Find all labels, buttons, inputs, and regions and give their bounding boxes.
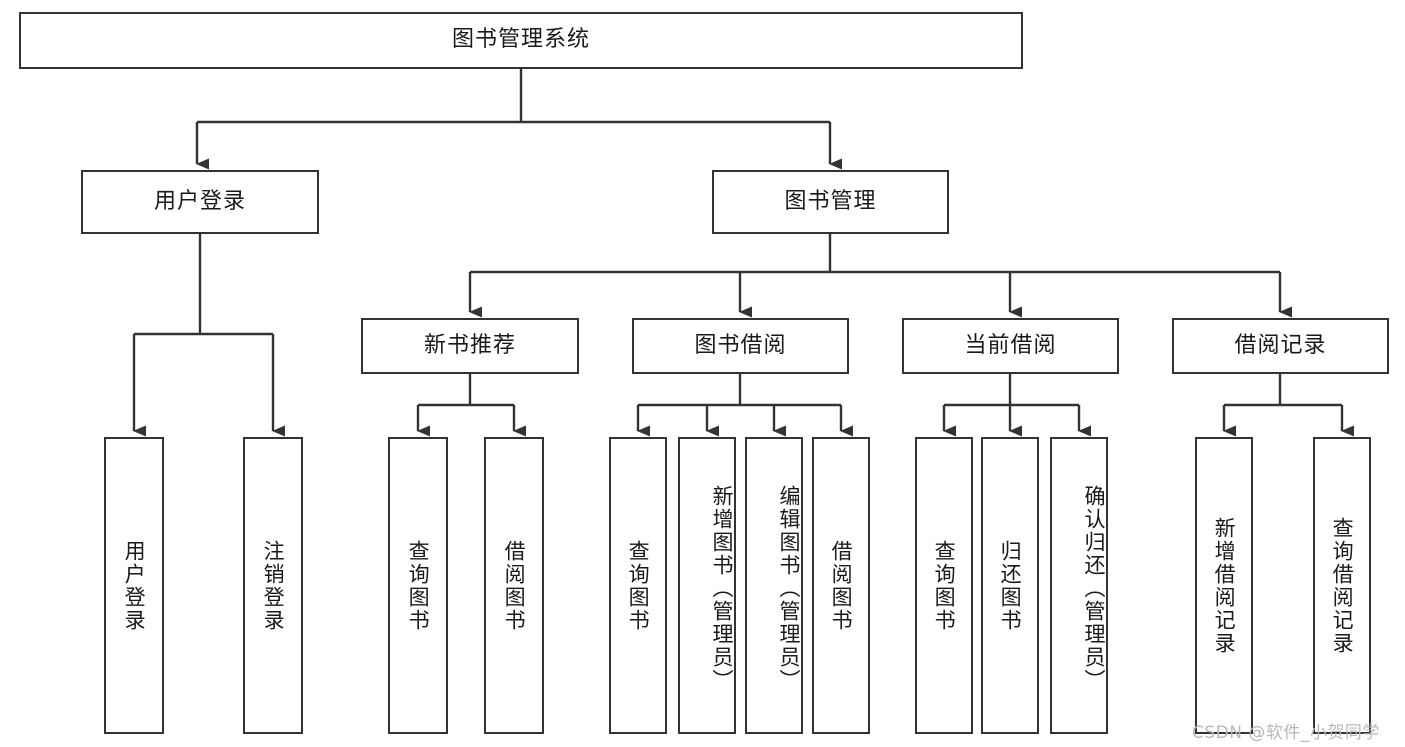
node-user-login[interactable]: 用户登录: [81, 170, 319, 234]
leaf-add-book-admin[interactable]: 新增图书（管理员）: [678, 437, 736, 734]
leaf-query-book-current[interactable]: 查询图书: [915, 437, 973, 734]
node-book-management[interactable]: 图书管理: [712, 170, 949, 234]
leaf-return-book[interactable]: 归还图书: [981, 437, 1039, 734]
leaf-borrow-book-rec[interactable]: 借阅图书: [484, 437, 544, 734]
node-root-system[interactable]: 图书管理系统: [19, 12, 1023, 69]
leaf-confirm-return-admin[interactable]: 确认归还（管理员）: [1050, 437, 1108, 734]
leaf-query-borrow-record[interactable]: 查询借阅记录: [1313, 437, 1371, 734]
leaf-user-login[interactable]: 用户登录: [104, 437, 164, 734]
node-new-book-recommend[interactable]: 新书推荐: [361, 318, 579, 374]
node-book-borrow[interactable]: 图书借阅: [632, 318, 849, 374]
node-current-borrow[interactable]: 当前借阅: [902, 318, 1119, 374]
leaf-query-book-borrow[interactable]: 查询图书: [609, 437, 667, 734]
leaf-edit-book-admin[interactable]: 编辑图书（管理员）: [745, 437, 803, 734]
leaf-add-borrow-record[interactable]: 新增借阅记录: [1195, 437, 1253, 734]
leaf-logout-login[interactable]: 注销登录: [243, 437, 303, 734]
leaf-borrow-book[interactable]: 借阅图书: [812, 437, 870, 734]
node-borrow-record[interactable]: 借阅记录: [1172, 318, 1389, 374]
leaf-query-book-rec[interactable]: 查询图书: [388, 437, 448, 734]
csdn-watermark: CSDN @软件_小贺同学: [1192, 723, 1380, 743]
